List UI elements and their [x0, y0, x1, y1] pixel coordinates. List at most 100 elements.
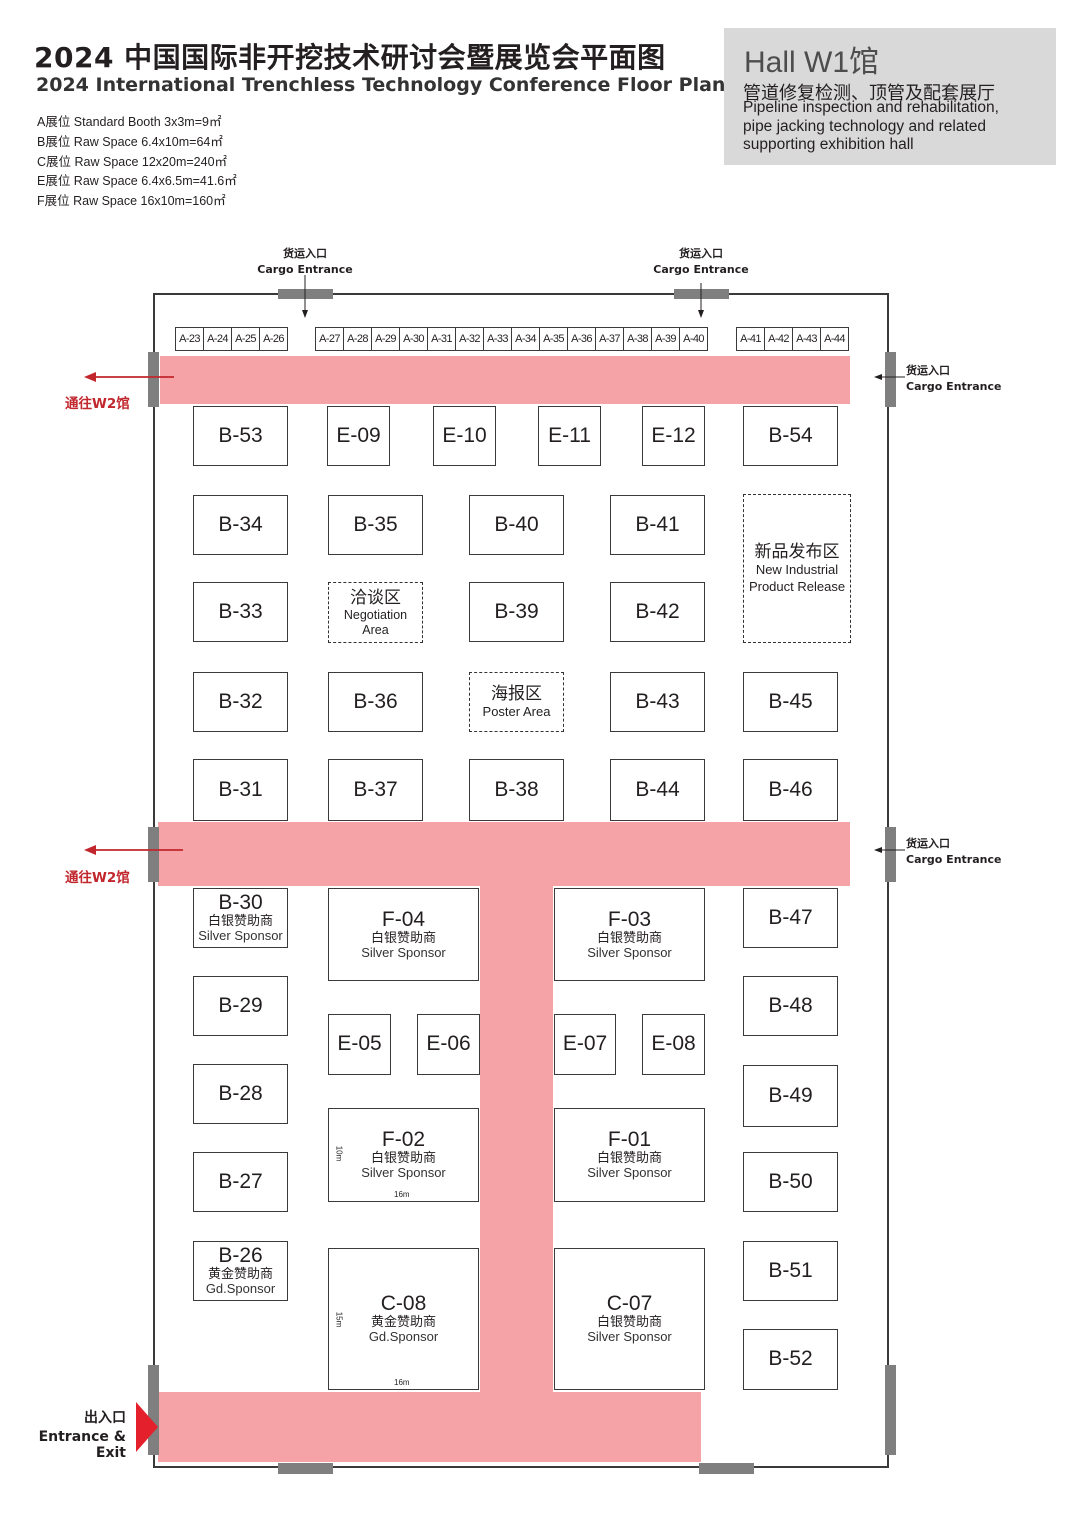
door-bottom-left[interactable] [278, 1463, 333, 1474]
booth-b47[interactable]: B-47 [743, 888, 838, 948]
booth-b42[interactable]: B-42 [610, 582, 705, 642]
booth-b51[interactable]: B-51 [743, 1241, 838, 1301]
booth-b54[interactable]: B-54 [743, 406, 838, 466]
booth-b45[interactable]: B-45 [743, 672, 838, 732]
booth-b41[interactable]: B-41 [610, 495, 705, 555]
door-right-bottom[interactable] [885, 1365, 896, 1455]
door-bottom-right[interactable] [699, 1463, 754, 1474]
booth-b32[interactable]: B-32 [193, 672, 288, 732]
booth-code: F-03 [607, 907, 652, 931]
zone-label-cn: 洽谈区 [350, 587, 401, 607]
booth-code: B-31 [218, 777, 263, 801]
main-entrance-label: 出入口 Entrance & Exit [10, 1407, 126, 1461]
booth-e11[interactable]: E-11 [538, 406, 601, 466]
cargo-entrance-en: Cargo Entrance [653, 263, 749, 276]
booth-a-standard[interactable]: A-38 [623, 327, 652, 351]
booth-a-standard[interactable]: A-40 [679, 327, 708, 351]
booth-a-standard[interactable]: A-36 [567, 327, 596, 351]
booth-b40[interactable]: B-40 [469, 495, 564, 555]
dimension-width: 16m [394, 1378, 410, 1387]
booth-b43[interactable]: B-43 [610, 672, 705, 732]
booth-b48[interactable]: B-48 [743, 976, 838, 1036]
cargo-entrance-label-top-right: 货运入口 Cargo Entrance [651, 245, 751, 276]
booth-a-standard[interactable]: A-29 [371, 327, 400, 351]
booth-b38[interactable]: B-38 [469, 759, 564, 821]
booth-b36[interactable]: B-36 [328, 672, 423, 732]
booth-b37[interactable]: B-37 [328, 759, 423, 821]
aisle-top [160, 356, 850, 404]
main-door[interactable] [148, 1365, 159, 1455]
zone-negotiation[interactable]: 洽谈区 Negotiation Area [328, 582, 423, 643]
zone-label-en: Area [362, 622, 389, 637]
booth-a-standard[interactable]: A-27 [315, 327, 344, 351]
booth-b49[interactable]: B-49 [743, 1065, 838, 1127]
booth-e09[interactable]: E-09 [327, 406, 390, 466]
booth-b30[interactable]: B-30 白银赞助商 Silver Sponsor [193, 888, 288, 948]
booth-b31[interactable]: B-31 [193, 759, 288, 821]
booth-a-standard[interactable]: A-31 [427, 327, 456, 351]
booth-a-standard[interactable]: A-34 [511, 327, 540, 351]
dimension-height: 10m [334, 1145, 344, 1162]
booth-e10[interactable]: E-10 [433, 406, 496, 466]
booth-b39[interactable]: B-39 [469, 582, 564, 642]
booth-a-standard[interactable]: A-25 [231, 327, 260, 351]
booth-code: F-02 [381, 1128, 426, 1152]
booth-code: E-06 [426, 1032, 471, 1056]
booth-a-standard[interactable]: A-28 [343, 327, 372, 351]
booth-e05[interactable]: E-05 [328, 1014, 391, 1075]
booth-c08[interactable]: C-08 黄金赞助商 Gd.Sponsor 15m 16m [328, 1248, 479, 1390]
booth-b44[interactable]: B-44 [610, 759, 705, 821]
booth-code: B-32 [218, 689, 263, 713]
page-title-en: 2024 International Trenchless Technology… [36, 74, 726, 96]
booth-b28[interactable]: B-28 [193, 1064, 288, 1124]
booth-f03[interactable]: F-03 白银赞助商 Silver Sponsor [554, 888, 705, 981]
door-to-w2-top[interactable] [148, 352, 159, 407]
booth-a-standard[interactable]: A-26 [259, 327, 288, 351]
booth-b50[interactable]: B-50 [743, 1152, 838, 1212]
booth-a-standard[interactable]: A-44 [820, 327, 849, 351]
sponsor-label-cn: 白银赞助商 [596, 1150, 662, 1166]
booth-a-standard[interactable]: A-23 [175, 327, 204, 351]
cargo-door-right-top[interactable] [885, 352, 896, 407]
booth-b27[interactable]: B-27 [193, 1152, 288, 1212]
booth-a-standard[interactable]: A-42 [764, 327, 793, 351]
booth-f02[interactable]: F-02 白银赞助商 Silver Sponsor 10m 16m [328, 1108, 479, 1202]
booth-e12[interactable]: E-12 [642, 406, 705, 466]
sponsor-label-en: Gd.Sponsor [368, 1329, 439, 1345]
booth-b33[interactable]: B-33 [193, 582, 288, 642]
door-to-w2-middle[interactable] [148, 827, 159, 882]
booth-code: B-40 [494, 512, 539, 536]
booth-a-standard[interactable]: A-43 [792, 327, 821, 351]
sponsor-label-en: Silver Sponsor [198, 928, 283, 944]
booth-b53[interactable]: B-53 [193, 406, 288, 466]
booth-b26[interactable]: B-26 黄金赞助商 Gd.Sponsor [193, 1241, 288, 1301]
booth-e07[interactable]: E-07 [554, 1014, 616, 1075]
booth-a-standard[interactable]: A-41 [736, 327, 765, 351]
booth-a-standard[interactable]: A-33 [483, 327, 512, 351]
booth-e06[interactable]: E-06 [417, 1014, 480, 1075]
booth-b52[interactable]: B-52 [743, 1329, 838, 1390]
zone-poster[interactable]: 海报区 Poster Area [469, 672, 564, 732]
booth-a-standard[interactable]: A-37 [595, 327, 624, 351]
cargo-arrow-icon [874, 374, 905, 380]
booth-a-standard[interactable]: A-24 [203, 327, 232, 351]
booth-a-standard[interactable]: A-35 [539, 327, 568, 351]
booth-b29[interactable]: B-29 [193, 976, 288, 1036]
booth-b35[interactable]: B-35 [328, 495, 423, 555]
cargo-door-right-middle[interactable] [885, 827, 896, 882]
booth-b46[interactable]: B-46 [743, 759, 838, 821]
aisle-bottom [158, 1392, 701, 1462]
sponsor-label-cn: 白银赞助商 [596, 929, 662, 945]
booth-code: E-10 [442, 423, 487, 447]
booth-c07[interactable]: C-07 白银赞助商 Silver Sponsor [554, 1248, 705, 1390]
booth-e08[interactable]: E-08 [642, 1014, 705, 1075]
booth-f04[interactable]: F-04 白银赞助商 Silver Sponsor [328, 888, 479, 981]
sponsor-label-en: Silver Sponsor [361, 1165, 446, 1181]
booth-a-standard[interactable]: A-39 [651, 327, 680, 351]
booth-b34[interactable]: B-34 [193, 495, 288, 555]
booth-a-standard[interactable]: A-30 [399, 327, 428, 351]
booth-code: B-37 [353, 777, 398, 801]
booth-f01[interactable]: F-01 白银赞助商 Silver Sponsor [554, 1108, 705, 1202]
zone-product-release[interactable]: 新品发布区 New Industrial Product Release [743, 494, 851, 643]
booth-a-standard[interactable]: A-32 [455, 327, 484, 351]
